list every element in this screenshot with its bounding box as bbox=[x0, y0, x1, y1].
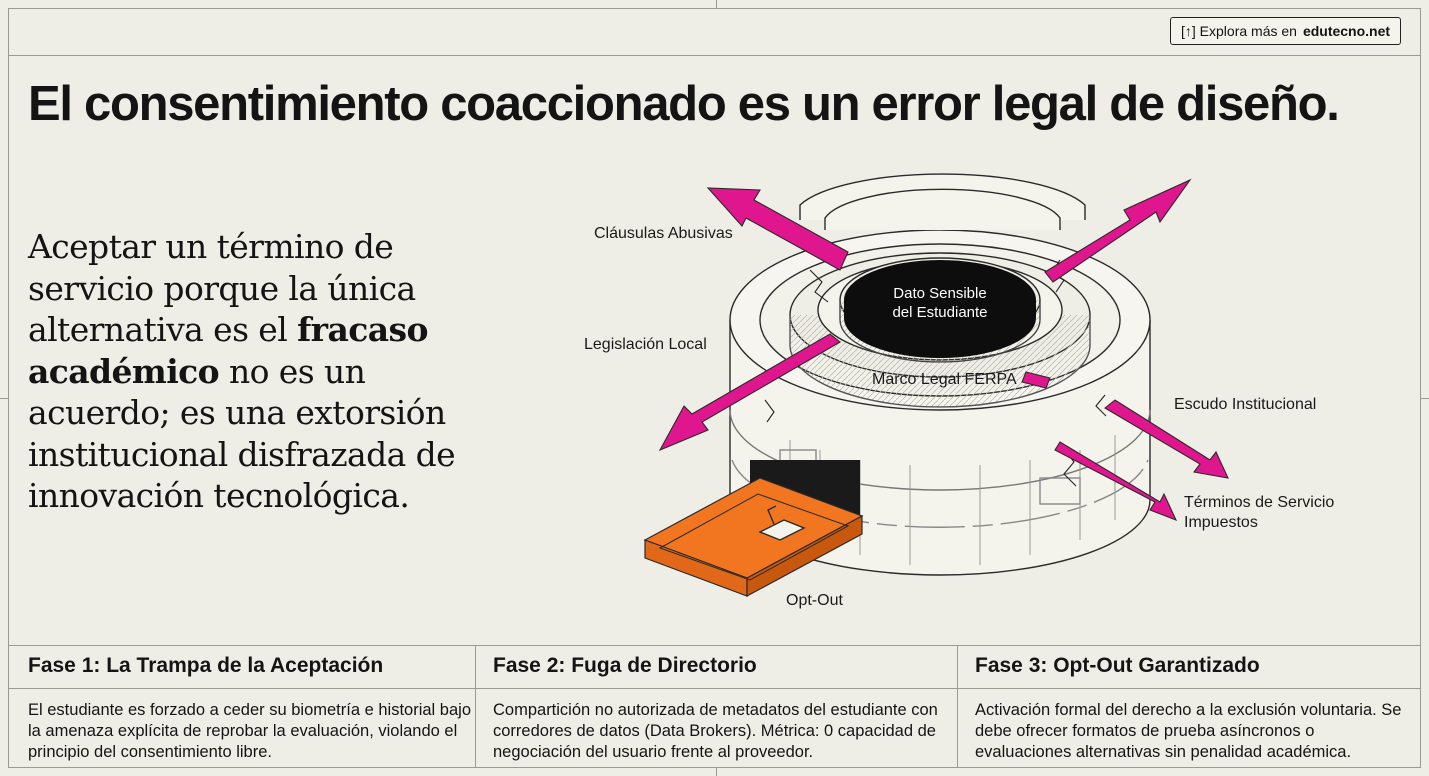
phase-3-title: Fase 3: Opt-Out Garantizado bbox=[975, 654, 1260, 677]
lead-statement: Aceptar un término de servicio porque la… bbox=[28, 226, 498, 517]
page-frame bbox=[8, 8, 1421, 768]
label-optout: Opt-Out bbox=[786, 592, 843, 609]
phase-2-title: Fase 2: Fuga de Directorio bbox=[493, 654, 757, 677]
phase-divider-1 bbox=[475, 645, 476, 768]
header-divider bbox=[8, 55, 1421, 56]
phases-top-divider bbox=[8, 645, 1421, 646]
explore-link-prefix: [↑] Explora más en bbox=[1181, 23, 1297, 39]
phase-3-body: Activación formal del derecho a la exclu… bbox=[975, 701, 1402, 761]
label-terminos-line1: Términos de Servicio bbox=[1184, 494, 1335, 511]
label-terminos-line2: Impuestos bbox=[1184, 514, 1258, 531]
top-tick bbox=[716, 0, 717, 8]
vault-illustration bbox=[643, 173, 1229, 598]
core-label-line1: Dato Sensible bbox=[893, 285, 987, 302]
phases-title-divider bbox=[8, 688, 1421, 689]
explore-link[interactable]: [↑] Explora más en edutecno.net bbox=[1170, 17, 1402, 45]
lead-text-2: no es un acuerdo; es una extorsión insti… bbox=[28, 351, 456, 516]
phase-divider-2 bbox=[957, 645, 958, 768]
lead-emphasis: fracaso académico bbox=[28, 310, 429, 391]
lead-text-1: Aceptar un término de servicio porque la… bbox=[28, 227, 416, 349]
label-escudo: Escudo Institucional bbox=[1174, 396, 1317, 413]
magenta-arrow-icon bbox=[658, 178, 1229, 521]
vault-diagram: Cláusulas Abusivas Legislación Local Mar… bbox=[560, 160, 1334, 630]
left-tick bbox=[0, 398, 8, 399]
bottom-tick bbox=[716, 768, 717, 776]
core-label-line2: del Estudiante bbox=[892, 304, 988, 321]
phase-1-body: El estudiante es forzado a ceder su biom… bbox=[28, 701, 472, 761]
explore-link-site: edutecno.net bbox=[1302, 23, 1391, 39]
label-marco: Marco Legal FERPA bbox=[872, 371, 1017, 388]
right-tick bbox=[1421, 398, 1429, 399]
lock-icon bbox=[758, 505, 806, 541]
label-legislacion: Legislación Local bbox=[584, 336, 707, 353]
phase-1-title: Fase 1: La Trampa de la Aceptación bbox=[28, 654, 384, 677]
drawer-icon bbox=[643, 460, 864, 598]
phase-2-body: Compartición no autorizada de metadatos … bbox=[493, 701, 938, 761]
core-label: Dato Sensible del Estudiante bbox=[870, 284, 1010, 322]
page-title: El consentimiento coaccionado es un erro… bbox=[28, 77, 1340, 131]
label-clausulas: Cláusulas Abusivas bbox=[594, 225, 733, 242]
